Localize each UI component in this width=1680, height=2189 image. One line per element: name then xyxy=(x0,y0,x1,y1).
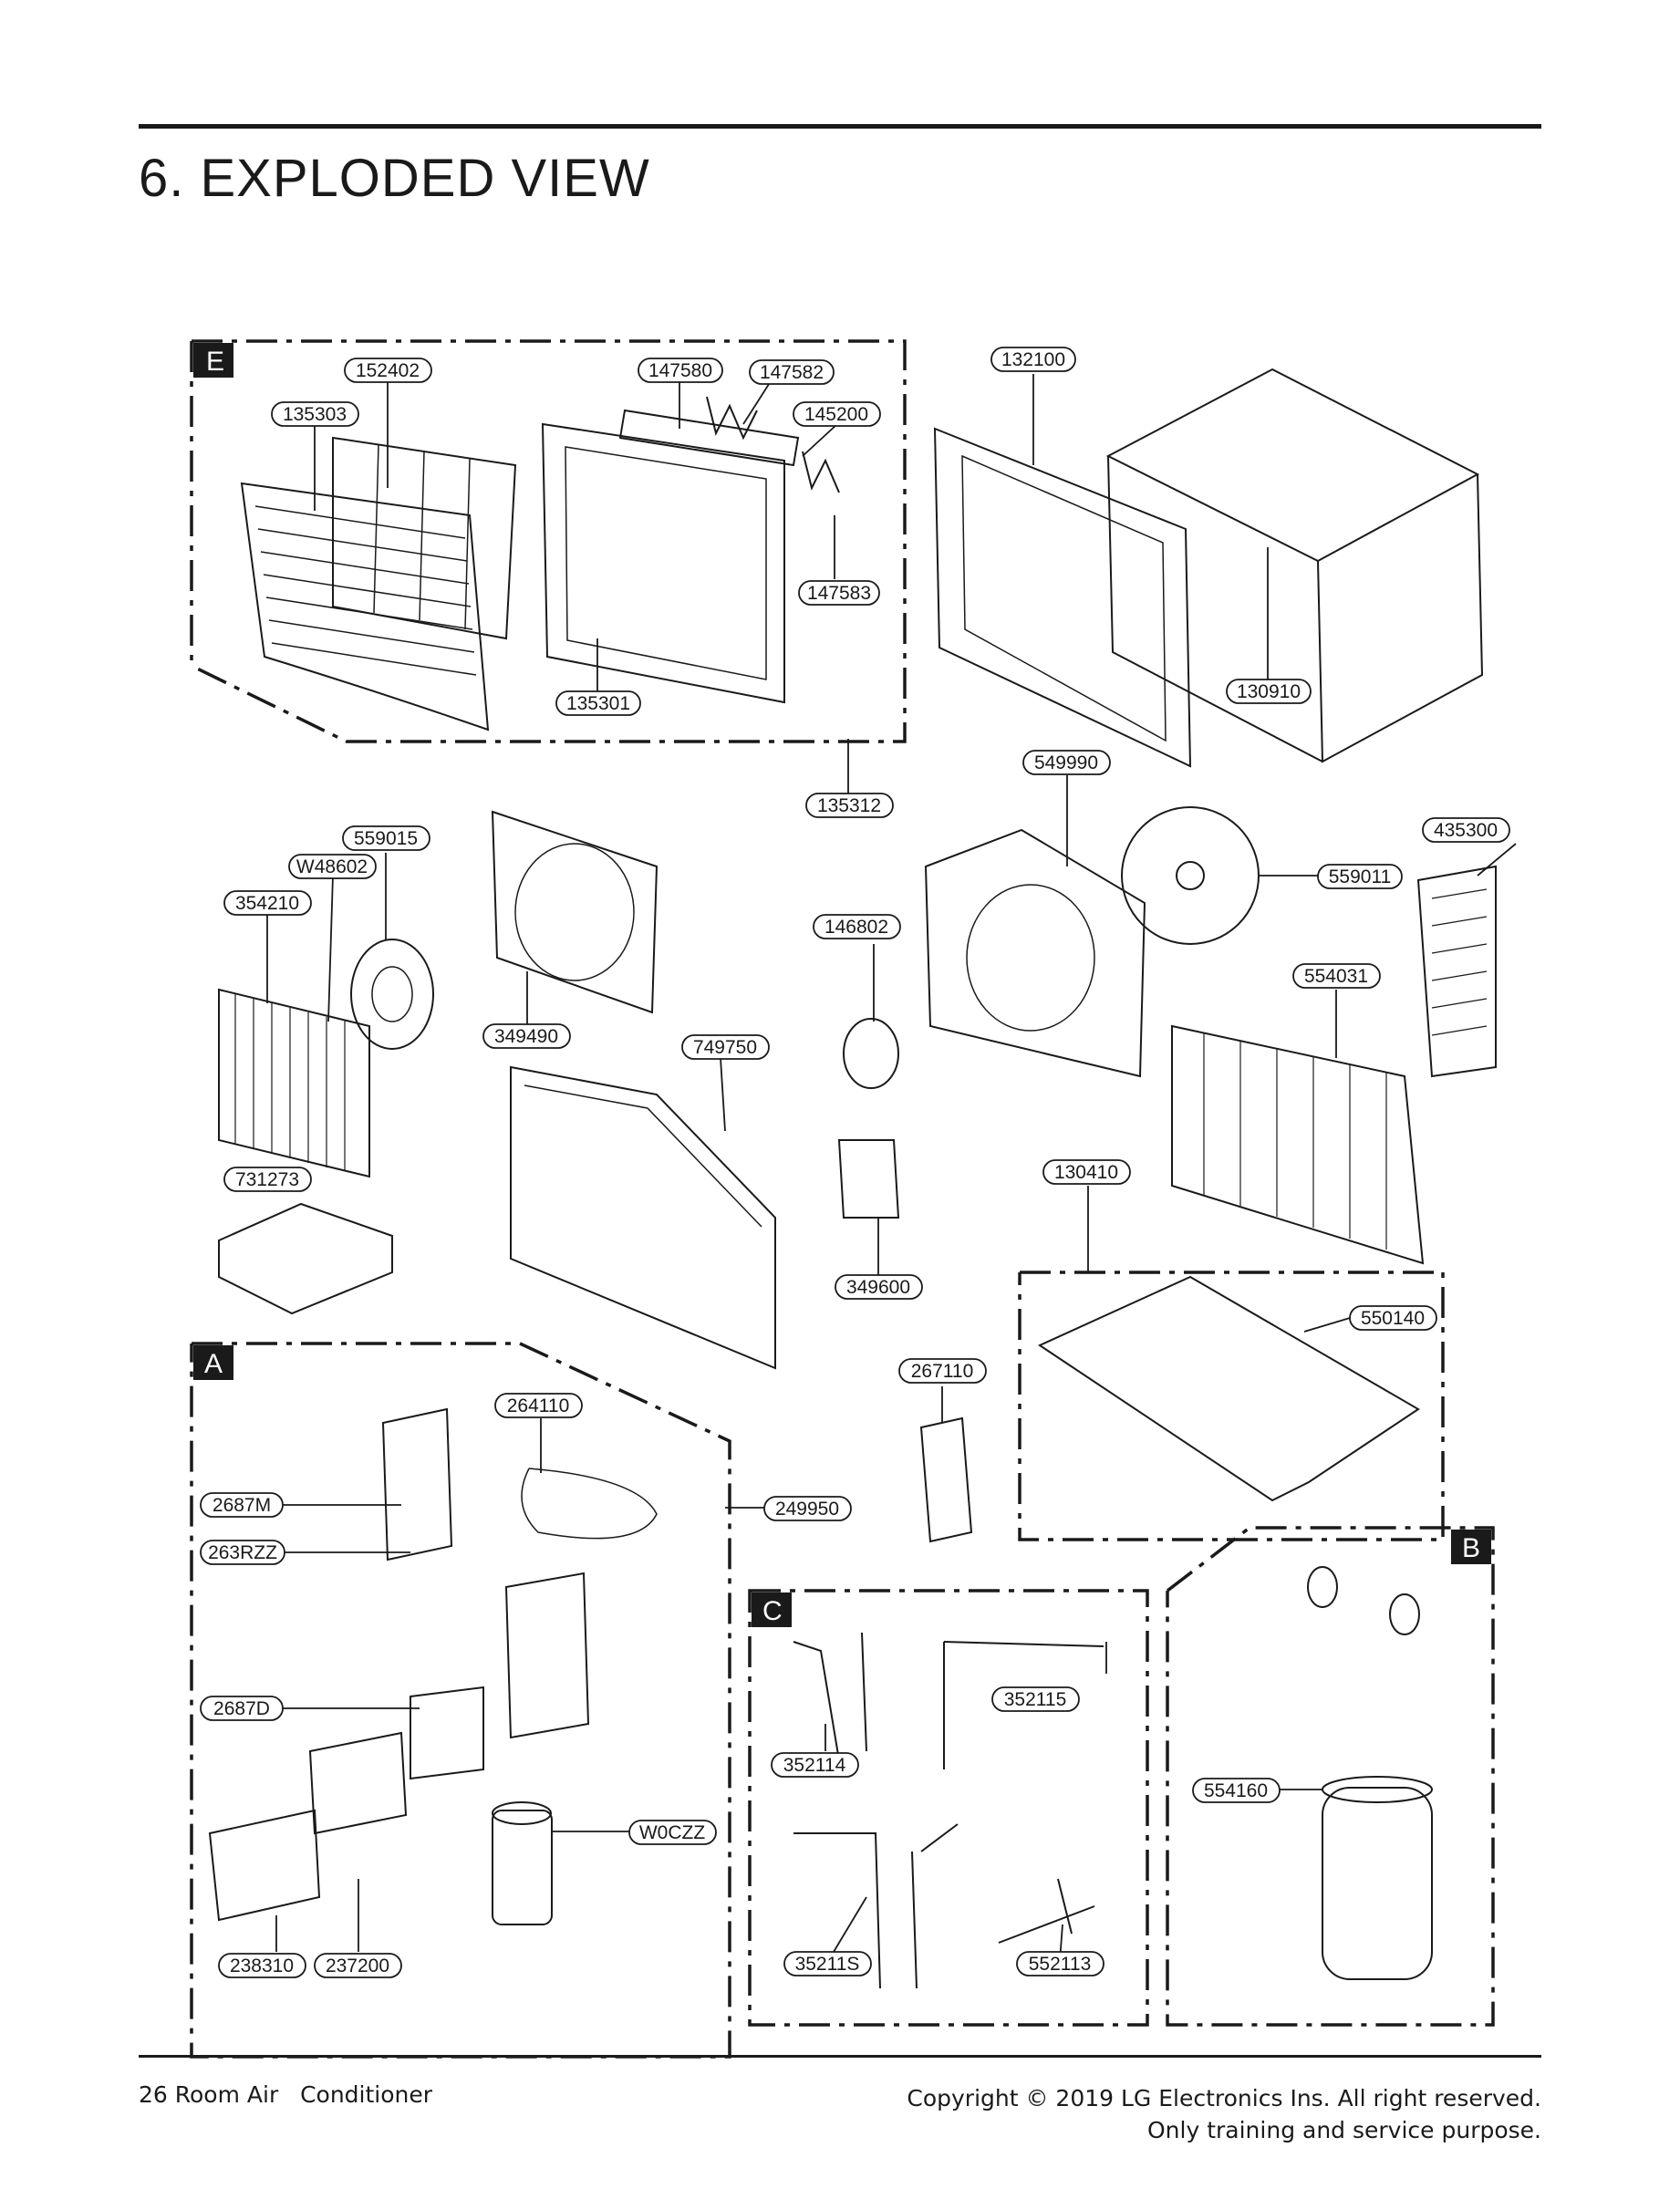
callout-267110: 267110 xyxy=(911,1361,974,1382)
callout-554031: 554031 xyxy=(1304,966,1368,987)
control-box-illustration xyxy=(208,1407,658,1922)
section-e-frame xyxy=(191,339,907,743)
compressor-illustration xyxy=(1307,1566,1433,1980)
propeller-fan-illustration xyxy=(1121,806,1260,945)
gasket-frame-illustration xyxy=(933,427,1192,768)
callout-135312: 135312 xyxy=(817,795,881,816)
callout-349490: 349490 xyxy=(494,1026,558,1047)
callout-147582: 147582 xyxy=(760,362,824,383)
section-tag-a: A xyxy=(204,1349,223,1379)
bottom-rule xyxy=(139,2055,1541,2058)
page-title: 6. EXPLODED VIEW xyxy=(139,149,650,208)
front-panel-illustration xyxy=(541,422,785,704)
callout-135301: 135301 xyxy=(566,693,630,714)
callout-w48602: W48602 xyxy=(296,856,368,877)
callout-130910: 130910 xyxy=(1237,681,1301,702)
section-c-frame xyxy=(748,1589,1149,2027)
footer-copyright: Copyright © 2019 LG Electronics Ins. All… xyxy=(907,2085,1541,2111)
callout-238310: 238310 xyxy=(230,1956,294,1976)
callout-152402: 152402 xyxy=(356,360,420,381)
callout-130410: 130410 xyxy=(1054,1162,1118,1183)
callout-354210: 354210 xyxy=(235,893,299,914)
footer-page-label: 26 Room Air Conditioner xyxy=(139,2081,433,2108)
callout-249950: 249950 xyxy=(775,1499,839,1520)
callout-559015: 559015 xyxy=(354,828,418,849)
callout-559011: 559011 xyxy=(1329,866,1392,887)
blower-illustration xyxy=(350,939,434,1050)
section-a-frame xyxy=(190,1342,731,2059)
section-tag-c: C xyxy=(762,1596,783,1626)
callout-2687m: 2687M xyxy=(213,1495,271,1516)
callout-550140: 550140 xyxy=(1361,1308,1425,1329)
callout-147580: 147580 xyxy=(648,360,712,381)
remote-illustration xyxy=(919,1416,973,1543)
base-pan-frame xyxy=(1018,1271,1445,1541)
base-pan-illustration xyxy=(1037,1275,1420,1502)
section-b-frame xyxy=(1166,1526,1495,2027)
callout-349600: 349600 xyxy=(846,1277,910,1298)
filter-illustration xyxy=(332,436,517,640)
fan-motor-illustration xyxy=(837,1018,900,1219)
callout-549990: 549990 xyxy=(1034,752,1098,773)
callout-264110: 264110 xyxy=(507,1395,570,1416)
callout-2687d: 2687D xyxy=(213,1698,270,1719)
callout-352115: 352115 xyxy=(1004,1689,1067,1710)
callout-135303: 135303 xyxy=(283,404,347,425)
callout-352114: 352114 xyxy=(783,1755,846,1776)
condenser-shroud-illustration xyxy=(924,828,1146,1078)
callout-152402-shape xyxy=(344,358,432,383)
callout-554160: 554160 xyxy=(1204,1780,1268,1801)
shroud-illustration xyxy=(491,810,659,1014)
drain-pan-illustration xyxy=(510,1065,776,1370)
section-tag-e: E xyxy=(206,347,224,377)
evaporator-illustration xyxy=(218,988,370,1178)
callout-147583: 147583 xyxy=(807,583,871,604)
footer-purpose: Only training and service purpose. xyxy=(1147,2117,1541,2143)
carton-illustration xyxy=(218,1202,393,1315)
callout-35211s: 35211S xyxy=(795,1954,860,1975)
heater-illustration xyxy=(1416,865,1497,1078)
louver-illustration xyxy=(618,396,840,493)
callout-435300: 435300 xyxy=(1434,820,1498,841)
callout-749750: 749750 xyxy=(693,1037,757,1058)
callout-731273: 731273 xyxy=(235,1169,299,1190)
capacitor-illustration xyxy=(492,1801,553,1925)
callout-552113: 552113 xyxy=(1029,1954,1092,1975)
front-grille-illustration xyxy=(240,482,490,731)
cabinet-illustration xyxy=(1105,368,1484,763)
callout-w0czz: W0CZZ xyxy=(639,1822,705,1843)
callout-263rzz: 263RZZ xyxy=(208,1542,277,1563)
section-tag-b: B xyxy=(1462,1533,1480,1563)
top-rule xyxy=(139,124,1541,129)
callout-146802: 146802 xyxy=(824,917,888,938)
tubing-illustration xyxy=(793,1632,1104,1989)
callout-145200: 145200 xyxy=(804,404,868,425)
callout-237200: 237200 xyxy=(326,1956,389,1976)
callout-132100: 132100 xyxy=(1001,349,1065,370)
condenser-coil-illustration xyxy=(1171,1024,1425,1265)
